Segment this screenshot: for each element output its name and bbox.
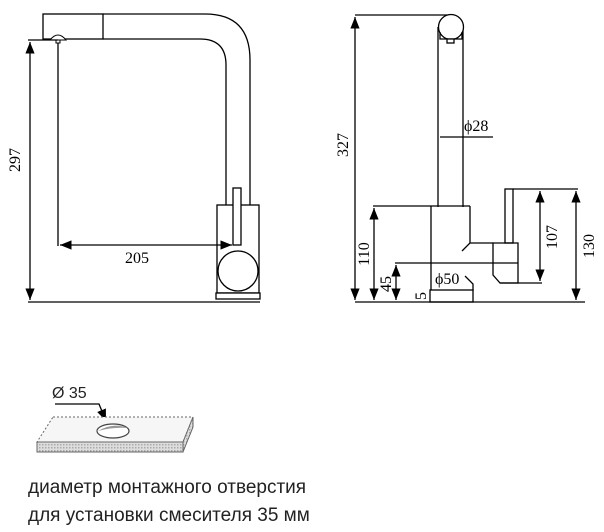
mixer-body-side — [430, 206, 493, 302]
spout-head — [42, 13, 104, 40]
body-diameter-label: ϕ50 — [435, 271, 459, 288]
outlet-height-label: 45 — [378, 276, 395, 292]
spout-outer — [103, 13, 251, 205]
total-handle-height-label: 130 — [581, 234, 598, 258]
caption-line-1: диаметр монтажного отверстия — [28, 477, 306, 498]
mounting-plate: Ø 35 диаметр монтажного отверстия для ус… — [28, 385, 310, 526]
front-view: 297 205 — [7, 13, 261, 303]
caption-line-2: для установки смесителя 35 мм — [28, 505, 310, 526]
cartridge-circle — [217, 250, 259, 292]
mixer-base-side — [429, 289, 474, 303]
side-view: 327 ϕ28 110 45 5 ϕ50 107 130 — [335, 13, 598, 303]
handle — [232, 187, 242, 246]
handle-side — [504, 188, 514, 244]
height-label: 297 — [7, 148, 24, 172]
spout-head-side — [437, 13, 465, 41]
pipe-diameter-label: ϕ28 — [464, 118, 488, 135]
mixer-base — [215, 292, 261, 300]
spout-inner — [103, 38, 227, 205]
plate-front — [36, 441, 184, 453]
lever-side — [492, 242, 519, 284]
base-label: 5 — [413, 292, 430, 300]
body-height-label: 110 — [356, 242, 373, 265]
hole-diameter-label: Ø 35 — [52, 385, 87, 402]
aerator-icon — [48, 34, 68, 41]
side-height-label: 327 — [335, 133, 352, 157]
reach-label: 205 — [125, 250, 149, 267]
handle-height-label: 107 — [544, 225, 561, 249]
